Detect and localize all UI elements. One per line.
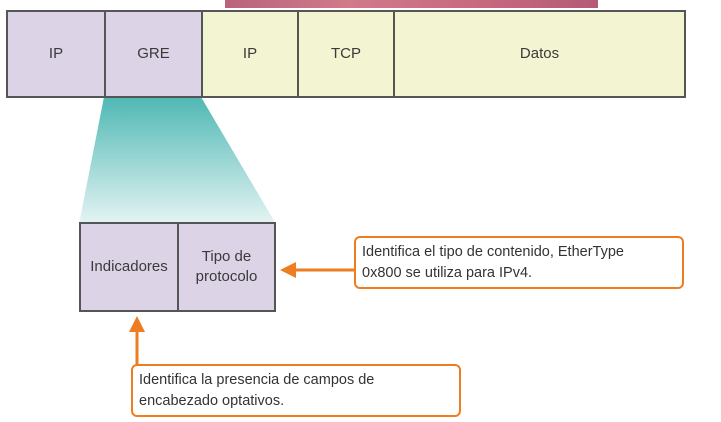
gre-field-protocol-type-label-line1: Tipo de (201, 248, 252, 265)
callout-protocol-type: Identifica el tipo de contenido, EtherTy… (354, 236, 684, 289)
packet-field-ip-outer-label: IP (48, 45, 64, 62)
callout-flags-line2: encabezado optativos. (139, 393, 285, 409)
gre-field-protocol-type-label-line2: protocolo (195, 268, 258, 285)
packet-field-gre: GRE (104, 10, 203, 98)
callout-flags: Identifica la presencia de campos de enc… (131, 364, 461, 417)
background-photo-strip (225, 0, 598, 8)
gre-field-flags-label: Indicadores (90, 258, 168, 275)
arrow-protocol-type-head (280, 262, 296, 278)
gre-field-flags: Indicadores (79, 222, 179, 312)
packet-field-ip-inner: IP (201, 10, 299, 98)
packet-field-tcp-label: TCP (331, 45, 361, 62)
callout-protocol-type-line1: Identifica el tipo de contenido, EtherTy… (362, 244, 624, 260)
packet-field-data: Datos (393, 10, 686, 98)
callout-protocol-type-line2: 0x800 se utiliza para IPv4. (362, 265, 533, 281)
packet-field-data-label: Datos (519, 45, 560, 62)
zoom-wedge (79, 97, 276, 224)
arrow-flags-head (129, 316, 145, 332)
packet-field-gre-label: GRE (137, 45, 170, 62)
gre-field-protocol-type: Tipo de protocolo (177, 222, 276, 312)
packet-field-ip-inner-label: IP (242, 45, 258, 62)
packet-field-ip-outer: IP (6, 10, 106, 98)
callout-flags-line1: Identifica la presencia de campos de (139, 372, 375, 388)
packet-field-tcp: TCP (297, 10, 395, 98)
